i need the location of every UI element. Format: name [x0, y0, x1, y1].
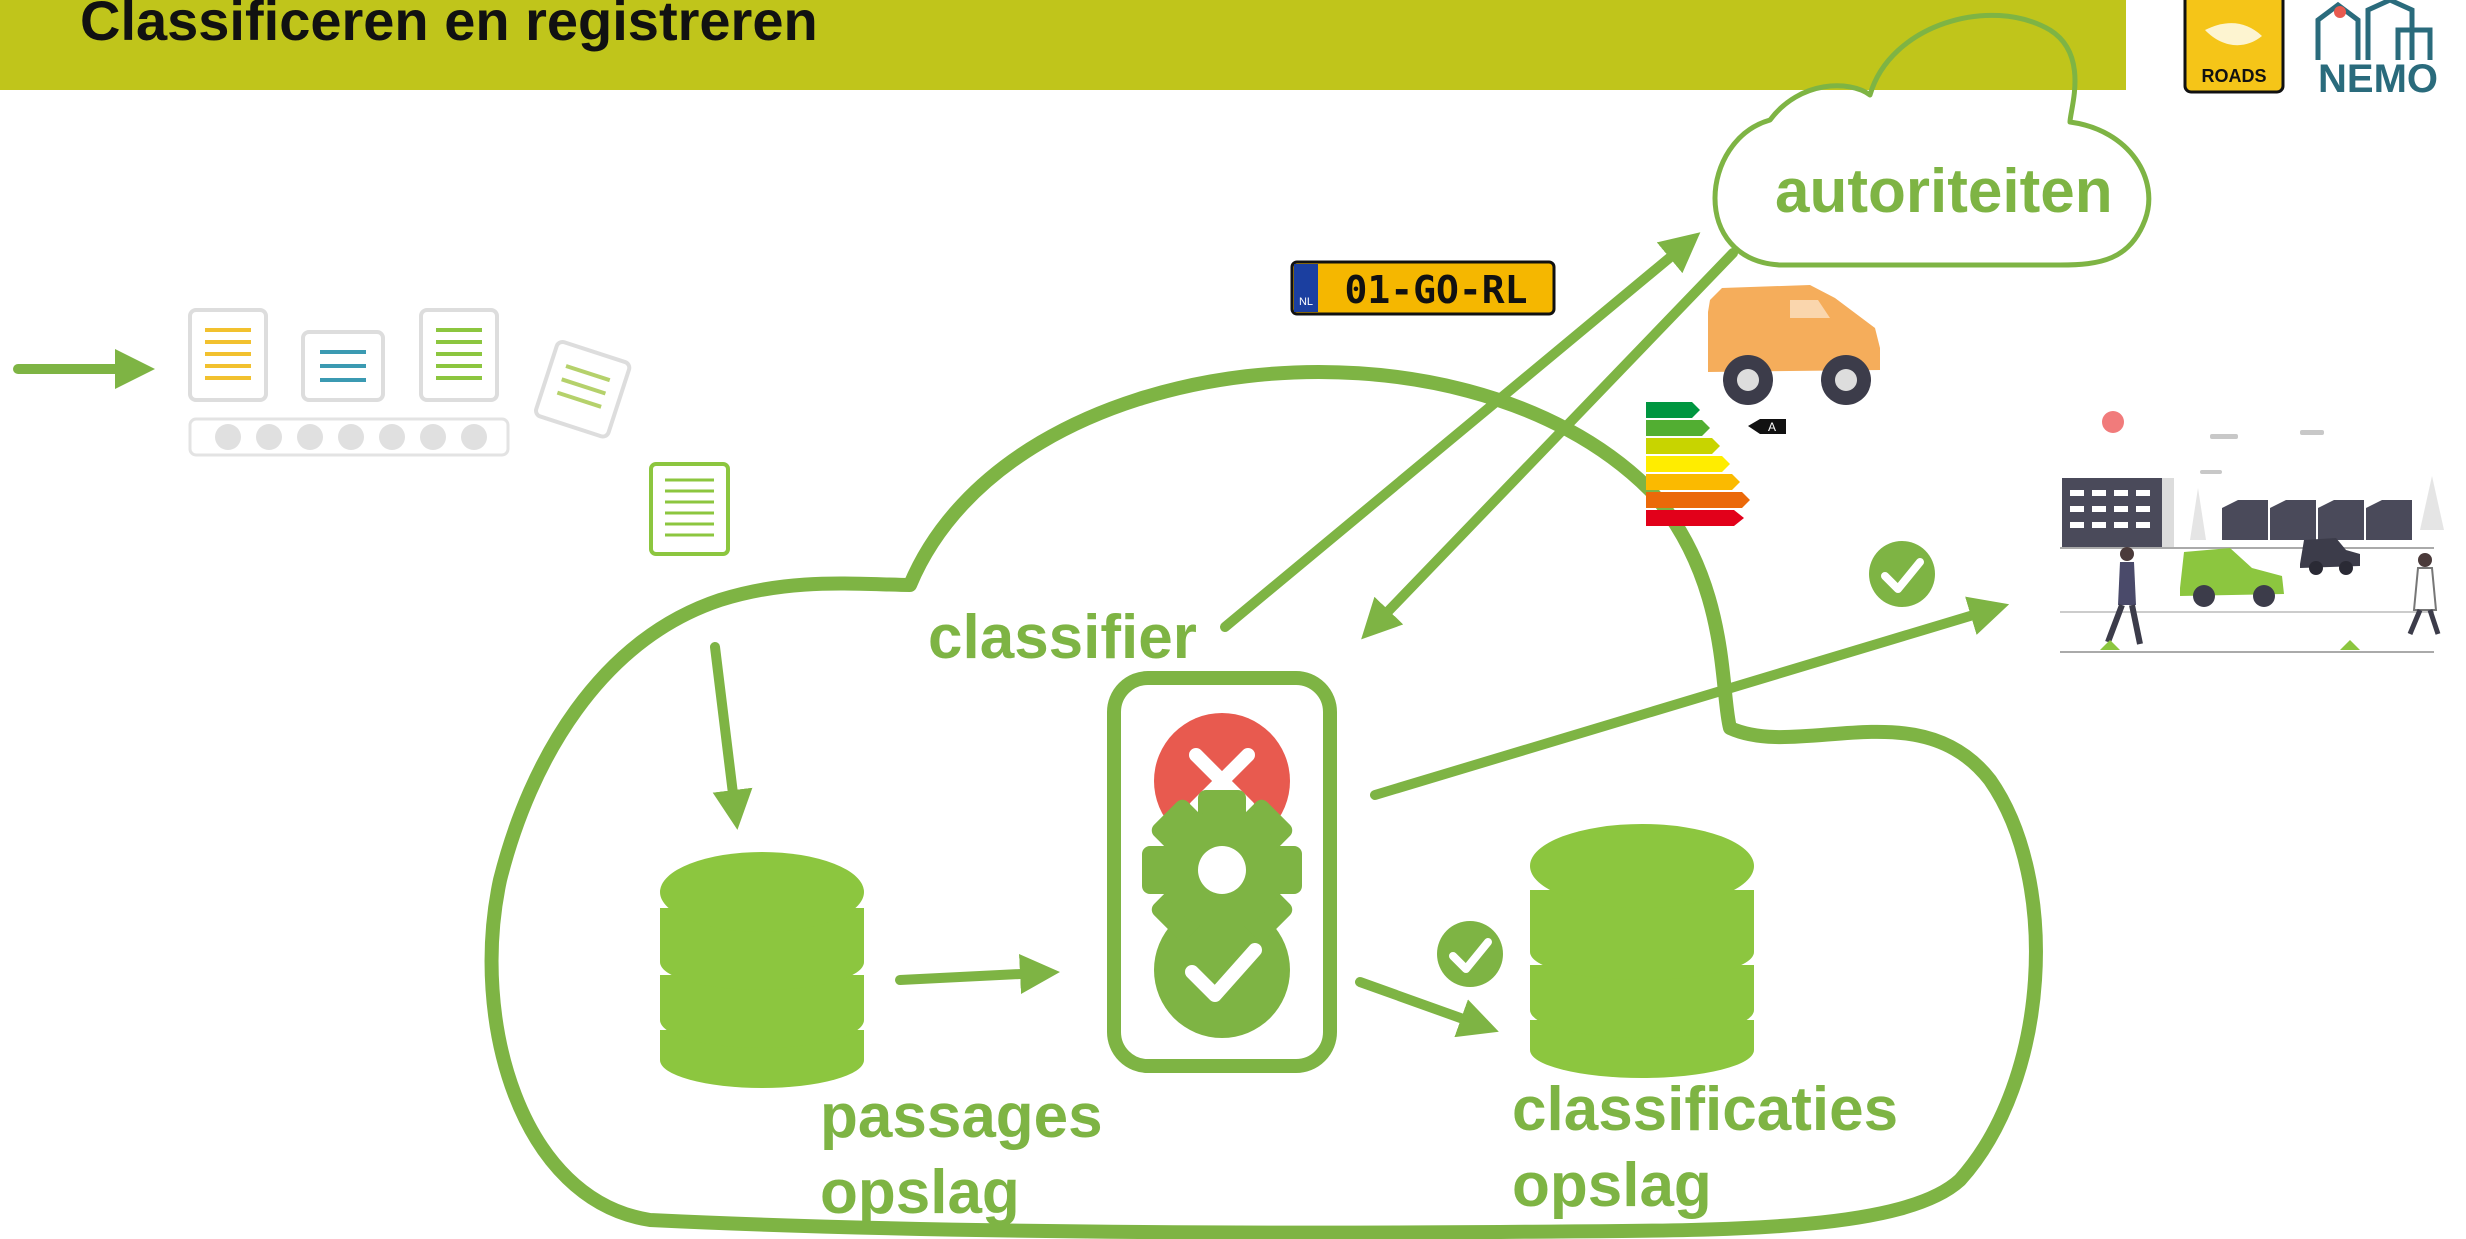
street-car-icon: [2180, 548, 2284, 607]
document-icon: [649, 462, 730, 556]
roads-logo-text: ROADS: [2201, 66, 2266, 86]
classifications-label-line2: opslag: [1512, 1151, 1712, 1220]
nemo-logo-text: NEMO: [2318, 57, 2438, 101]
document-icon: [188, 308, 268, 402]
title-bar: [0, 0, 2126, 90]
check-circle-icon: [1869, 541, 1935, 607]
pedestrian-icon: [2407, 553, 2441, 635]
document-icon: [419, 308, 499, 402]
document-pipeline: [188, 308, 632, 457]
license-plate-icon: NL 01-GO-RL: [1290, 260, 1556, 316]
classifier-to-authorities-arrow: [1220, 232, 1701, 632]
classifications-label-line1: classificaties: [1512, 1075, 1898, 1144]
nemo-logo: NEMO: [2315, 0, 2438, 101]
authorities-to-classifier-arrow: [1361, 248, 1738, 640]
document-icon: [301, 330, 385, 402]
gear-icon: [1142, 790, 1302, 950]
doc-to-passages-arrow: [710, 642, 753, 830]
authorities-label: autoriteiten: [1775, 157, 2113, 226]
passages-to-classifier-arrow: [895, 954, 1060, 994]
classifier-to-street-arrow: [1370, 596, 2010, 800]
plate-country: NL: [1299, 296, 1313, 308]
classifier-box: [1107, 671, 1337, 1073]
plate-number: 01-GO-RL: [1344, 268, 1527, 312]
energy-label-selected: A: [1768, 420, 1776, 434]
classifier-label: classifier: [928, 603, 1197, 672]
classifications-database-icon: [1530, 824, 1754, 1078]
authorities-cloud-icon: [1712, 12, 2152, 268]
street-car-icon: [2300, 538, 2360, 575]
roads-logo: ROADS: [2183, 0, 2285, 94]
passages-database-icon: [660, 852, 864, 1088]
energy-label-icon: A: [1646, 402, 1786, 526]
passages-label-line2: opslag: [820, 1158, 1020, 1227]
street-scene-icon: [2060, 411, 2444, 653]
car-icon: [1708, 285, 1880, 405]
passages-label-line1: passages: [820, 1082, 1103, 1151]
pedestrian-icon: [2105, 547, 2143, 645]
check-circle-icon: [1437, 921, 1503, 987]
classifier-to-classifications-arrow: [1355, 977, 1499, 1038]
page-title: Classificeren en registreren: [80, 0, 818, 52]
document-icon: [534, 339, 632, 439]
conveyor-icon: [188, 417, 510, 457]
